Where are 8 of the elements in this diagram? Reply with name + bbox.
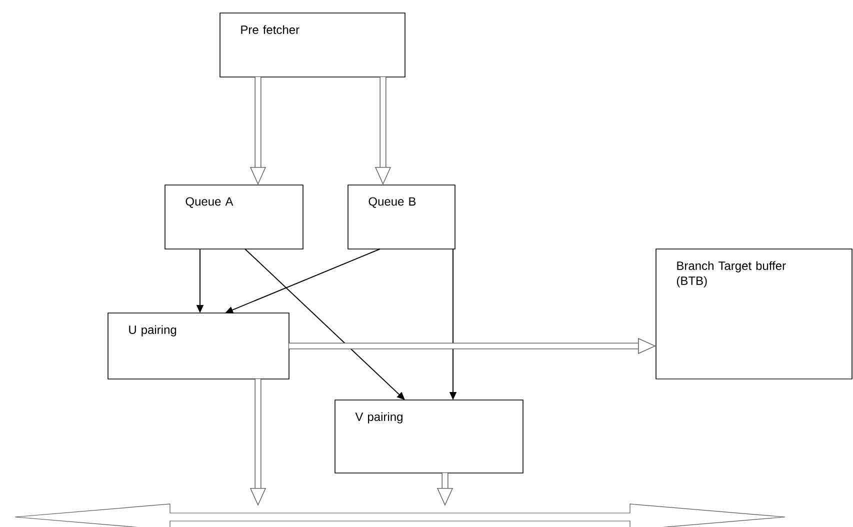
process-box: Queue B xyxy=(348,184,456,250)
process-box: Branch Target buffer (BTB) xyxy=(656,248,852,380)
arrow xyxy=(244,248,405,400)
process-box: V pairing xyxy=(334,400,524,474)
process-box: Queue A xyxy=(164,184,304,250)
double-arrow-bus xyxy=(14,504,786,527)
process-box: U pairing xyxy=(108,312,290,380)
process-box: Pre fetcher xyxy=(220,12,406,78)
